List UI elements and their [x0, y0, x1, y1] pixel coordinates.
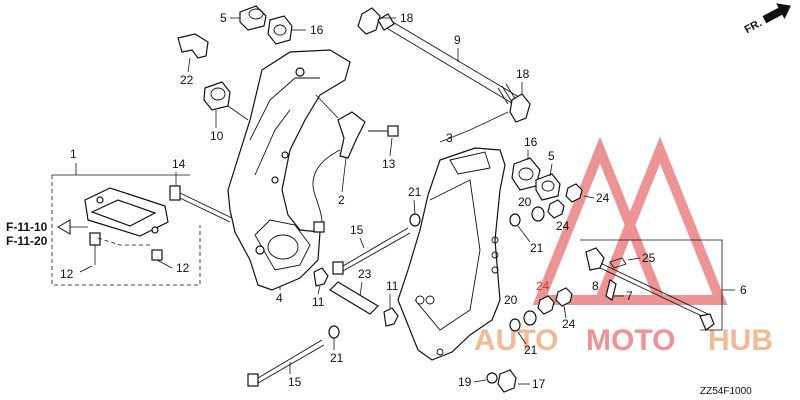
- washer-21-bottom: [328, 325, 340, 339]
- callout-14: 14: [172, 157, 186, 171]
- nut-24-right-a: [547, 199, 565, 219]
- callout-25: 25: [642, 251, 656, 265]
- bushing-11-left: [313, 267, 329, 287]
- bushing-11-right: [383, 307, 399, 327]
- callout-18a: 18: [400, 11, 414, 25]
- front-label: FR.: [743, 17, 764, 36]
- callout-24d: 24: [562, 317, 576, 331]
- callout-labels: 5 16 18 9 22 18 10 13 3 16 5 1 14 2 21 2…: [6, 11, 747, 391]
- nut-24-lower-a: [537, 295, 555, 315]
- nut-24-right-b: [565, 183, 583, 203]
- callout-6: 6: [740, 283, 747, 297]
- callout-9: 9: [454, 33, 461, 47]
- shaft-9: [377, 13, 525, 109]
- watermark: AUTO MOTO HUB: [474, 136, 773, 357]
- reference-arrow: [57, 219, 88, 235]
- callout-15a: 15: [350, 223, 364, 237]
- clip-18-top: [357, 7, 381, 35]
- callout-11b: 11: [386, 279, 399, 293]
- callout-20a: 20: [518, 195, 532, 209]
- callout-21c: 21: [524, 343, 538, 357]
- callout-10: 10: [210, 129, 224, 143]
- watermark-moto: MOTO: [586, 324, 675, 357]
- callout-12b: 12: [60, 267, 74, 281]
- callout-5b: 5: [548, 149, 555, 163]
- nut-16-right: [511, 157, 541, 191]
- washer-20-lower: [523, 310, 537, 326]
- callout-7: 7: [626, 289, 633, 303]
- bushing-5-top: [239, 5, 267, 31]
- bolt-14: [169, 185, 233, 223]
- bracket-group-1: [51, 163, 201, 286]
- ref-f-11-20: F-11-20: [6, 234, 48, 248]
- callout-24b: 24: [556, 219, 570, 233]
- callout-22: 22: [180, 73, 194, 87]
- callout-20b: 20: [504, 293, 518, 307]
- callout-3: 3: [446, 131, 453, 145]
- rod-group-6: [580, 239, 735, 331]
- drawing-code: ZZ54F1000: [700, 386, 752, 397]
- washer-21-right-a: [509, 213, 521, 227]
- callout-16b: 16: [524, 135, 538, 149]
- washer-20-right-a: [531, 206, 545, 222]
- washer-19: [486, 372, 498, 384]
- callout-21d: 21: [330, 351, 344, 365]
- bushing-10: [203, 81, 249, 121]
- callout-16a: 16: [310, 23, 324, 37]
- nut-24-lower-b: [555, 287, 573, 307]
- callout-11a: 11: [312, 295, 325, 309]
- callout-5a: 5: [220, 11, 227, 25]
- clip-18-lower: [509, 93, 531, 123]
- nut-16-top: [267, 15, 293, 45]
- callout-21b: 21: [530, 241, 544, 255]
- swivel-bracket-right: [397, 147, 506, 361]
- callout-18b: 18: [516, 67, 530, 81]
- swivel-bracket-left: [227, 49, 351, 291]
- callout-21a: 21: [408, 185, 422, 199]
- washer-21-mid: [409, 213, 421, 227]
- callout-8: 8: [592, 279, 599, 293]
- watermark-hub: HUB: [708, 324, 773, 357]
- nut-17: [497, 369, 517, 393]
- callout-23: 23: [358, 267, 372, 281]
- front-arrow: FR.: [743, 3, 791, 36]
- callout-2: 2: [338, 193, 345, 207]
- callout-24a: 24: [596, 191, 610, 205]
- ref-f-11-10: F-11-10: [6, 220, 48, 234]
- bushing-5-right: [535, 173, 561, 201]
- callout-15b: 15: [288, 375, 302, 389]
- sleeve-23: [329, 281, 379, 315]
- bolt-15-upper: [332, 227, 411, 275]
- callout-1: 1: [70, 147, 77, 161]
- clip-22: [177, 33, 209, 59]
- washer-21-lower: [509, 318, 521, 332]
- callout-17: 17: [532, 377, 546, 391]
- callout-4: 4: [276, 291, 283, 305]
- callout-13: 13: [382, 157, 396, 171]
- callout-12a: 12: [176, 261, 190, 275]
- bolt-13: [368, 125, 399, 137]
- callout-19: 19: [458, 375, 472, 389]
- bolt-15-lower: [247, 339, 325, 387]
- lever-2: [312, 94, 366, 233]
- callout-24c: 24: [536, 279, 550, 293]
